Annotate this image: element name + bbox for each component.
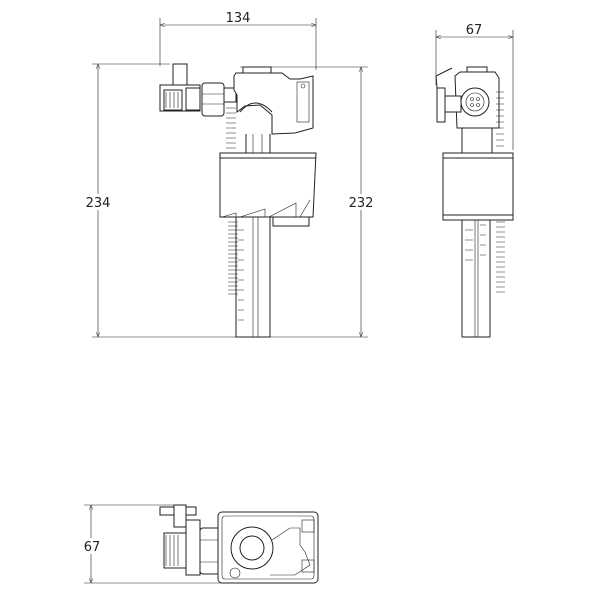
tube-side (461, 219, 505, 338)
valve-head (233, 66, 314, 135)
top-view: 67 (79, 504, 319, 584)
float-cup (219, 152, 317, 227)
side-view: 67 (435, 23, 514, 338)
union-nut (201, 82, 237, 117)
dimension-label: 67 (84, 540, 101, 555)
stem-and-spring (226, 107, 271, 153)
height-adjust-tube (228, 216, 271, 338)
valve-head-side (435, 66, 504, 153)
dimension-label: 232 (349, 196, 374, 211)
dimension-width-134: 134 (159, 11, 317, 70)
dimension-label: 134 (226, 11, 251, 26)
body-top (217, 511, 319, 584)
dimension-height-232: 232 (240, 66, 377, 338)
dimension-label: 67 (466, 23, 483, 38)
dimension-height-234: 234 (82, 63, 240, 338)
dimension-label: 234 (86, 196, 111, 211)
front-view: 134 234 232 (82, 11, 377, 338)
dimension-width-67: 67 (435, 23, 514, 150)
float-cup-side (442, 152, 514, 221)
inlet-connector (159, 63, 201, 112)
dimension-depth-67: 67 (79, 504, 230, 584)
inlet-top (159, 504, 221, 576)
